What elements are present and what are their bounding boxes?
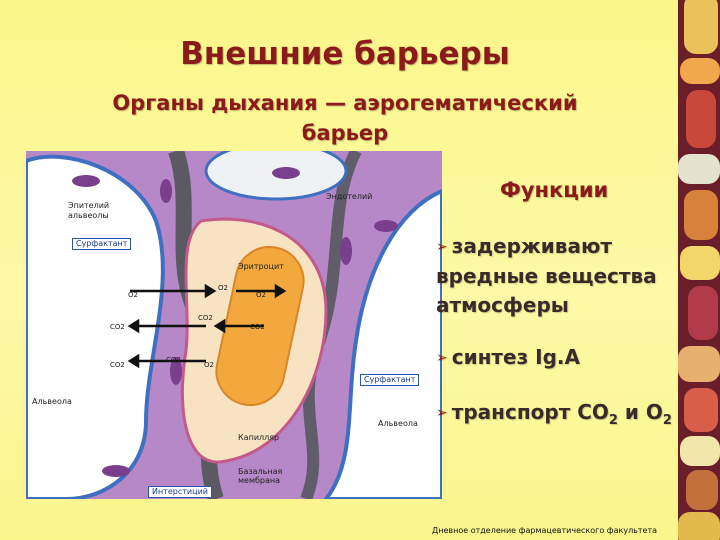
label-alveola-right: Альвеола (378, 419, 418, 428)
subtitle-line-1: Органы дыхания — аэрогематический (112, 91, 578, 115)
label-epithelium: Эпителий (68, 201, 110, 210)
function-3-sub-1: 2 (608, 413, 618, 428)
gas-o2: O2 (256, 291, 266, 299)
alveolus-right (323, 188, 442, 499)
gas-co2: CO2 (166, 356, 181, 364)
function-1-line-3: атмосферы (436, 293, 569, 317)
nucleus (170, 357, 182, 385)
nucleus (102, 465, 130, 477)
function-1-line-1: задерживают (451, 234, 612, 258)
label-alveolus-top: альвеолы (68, 211, 109, 220)
gas-co2: CO2 (110, 361, 125, 369)
arrow-bullet-icon: ➢ (436, 405, 448, 421)
pills-decoration (678, 0, 720, 540)
label-surfactant-right: Сурфактант (360, 374, 420, 386)
nucleus (72, 175, 100, 187)
function-1-line-2: вредные вещества (436, 264, 657, 288)
nucleus (160, 179, 172, 203)
function-2-text: синтез Ig.A (451, 345, 580, 369)
function-3-text-before: транспорт CO (451, 400, 609, 424)
gas-co2: CO2 (110, 323, 125, 331)
label-endothelium: Эндотелий (326, 192, 373, 201)
arrow-bullet-icon: ➢ (436, 350, 448, 366)
label-alveola-left: Альвеола (32, 397, 72, 406)
function-3-sub-2: 2 (662, 413, 672, 428)
gas-o2: O2 (128, 291, 138, 299)
function-item-1: ➢задерживают вредные вещества атмосферы (436, 232, 657, 320)
nucleus (272, 167, 300, 179)
label-erythrocyte: Эритроцит (238, 262, 284, 271)
function-item-3: ➢транспорт CO2 и O2 (436, 398, 672, 435)
nucleus (340, 237, 352, 265)
gas-co2: CO2 (250, 323, 265, 331)
gas-arrows (127, 283, 287, 369)
label-surfactant-left: Сурфактант (72, 238, 132, 250)
gas-o2: O2 (204, 361, 214, 369)
footer-text: Дневное отделение фармацевтического факу… (432, 526, 658, 535)
diagram-drawing (26, 151, 442, 499)
label-basal-membrane-2: мембрана (238, 476, 281, 485)
arrow-bullet-icon: ➢ (436, 239, 448, 255)
nucleus (374, 220, 398, 232)
slide-title: Внешние барьеры (180, 36, 510, 72)
functions-title: Функции (500, 178, 609, 202)
label-interstitium: Интерстиций (148, 486, 212, 498)
gas-o2: O2 (218, 284, 228, 292)
slide-subtitle: Органы дыхания — аэрогематический барьер (0, 88, 690, 148)
function-item-2: ➢синтез Ig.A (436, 343, 580, 373)
function-3-text-mid: и O (617, 400, 663, 424)
alveolar-barrier-diagram: Эпителий альвеолы Эндотелий Сурфактант Э… (26, 151, 442, 499)
subtitle-line-2: барьер (301, 121, 389, 145)
gas-co2: CO2 (198, 314, 213, 322)
label-basal-membrane-1: Базальная (238, 467, 283, 476)
label-capillary: Капилляр (238, 433, 280, 442)
